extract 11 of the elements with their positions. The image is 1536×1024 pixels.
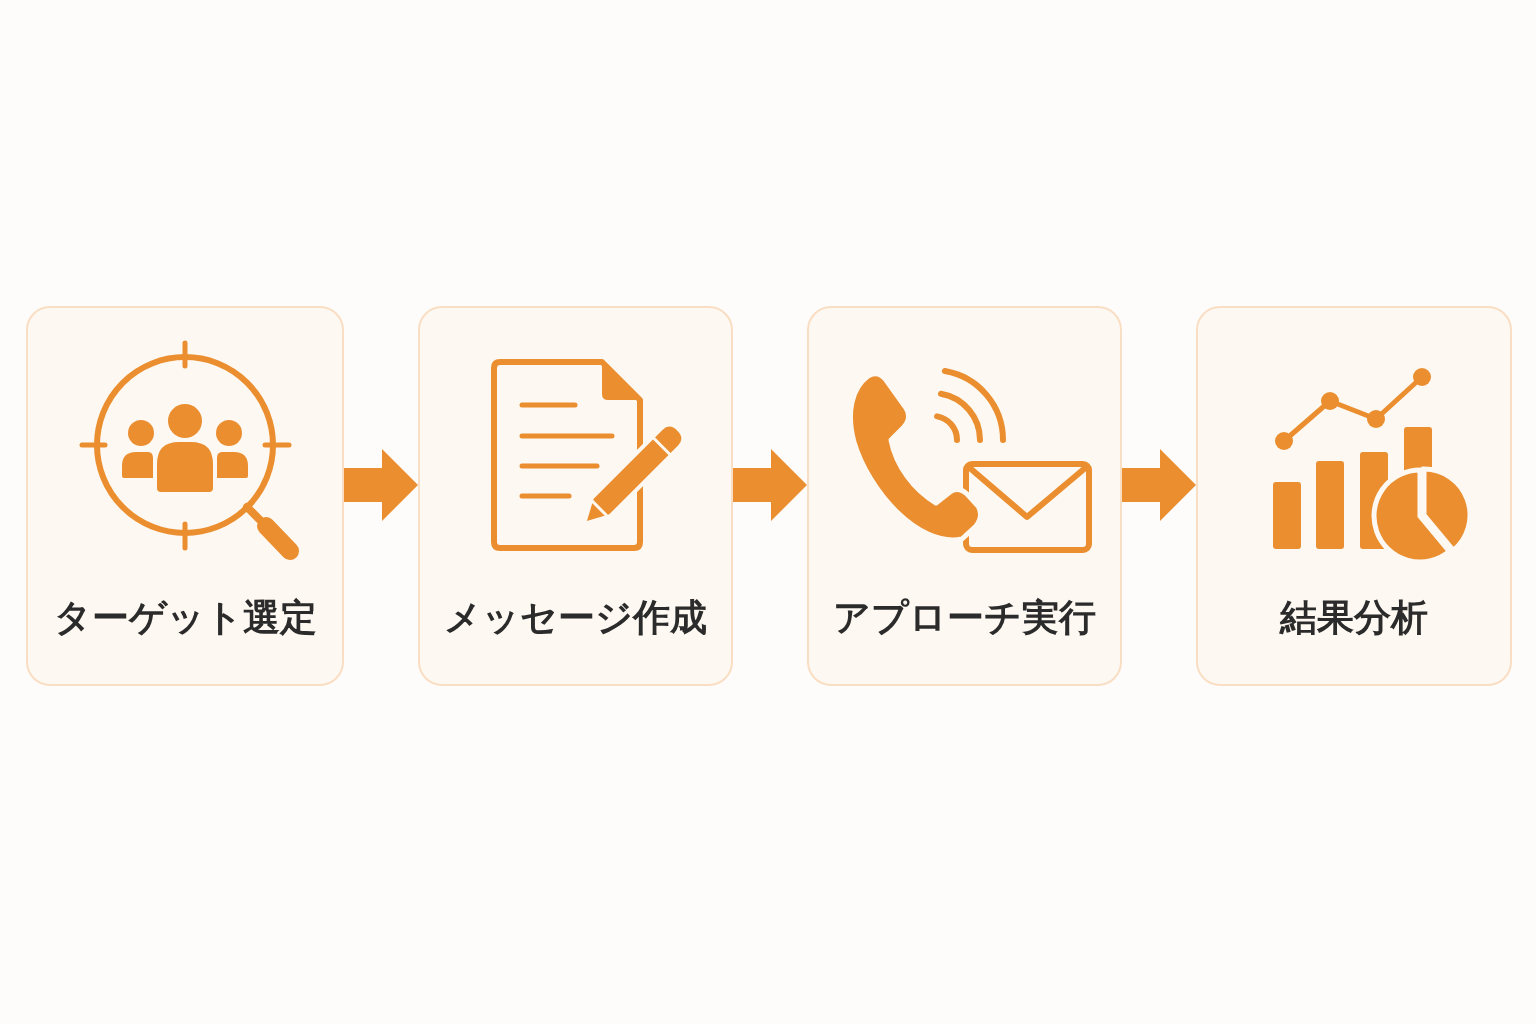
step-label: 結果分析 [1278, 595, 1429, 641]
step-card [807, 306, 1122, 686]
arrow [1122, 449, 1196, 521]
step-card [1196, 306, 1512, 686]
step-card [26, 306, 344, 686]
step-card [418, 306, 733, 686]
arrow [733, 449, 807, 521]
step-label: アプローチ実行 [832, 595, 1097, 641]
step-label: ターゲット選定 [52, 595, 318, 641]
arrow [344, 449, 418, 521]
step-label: メッセージ作成 [443, 595, 708, 641]
